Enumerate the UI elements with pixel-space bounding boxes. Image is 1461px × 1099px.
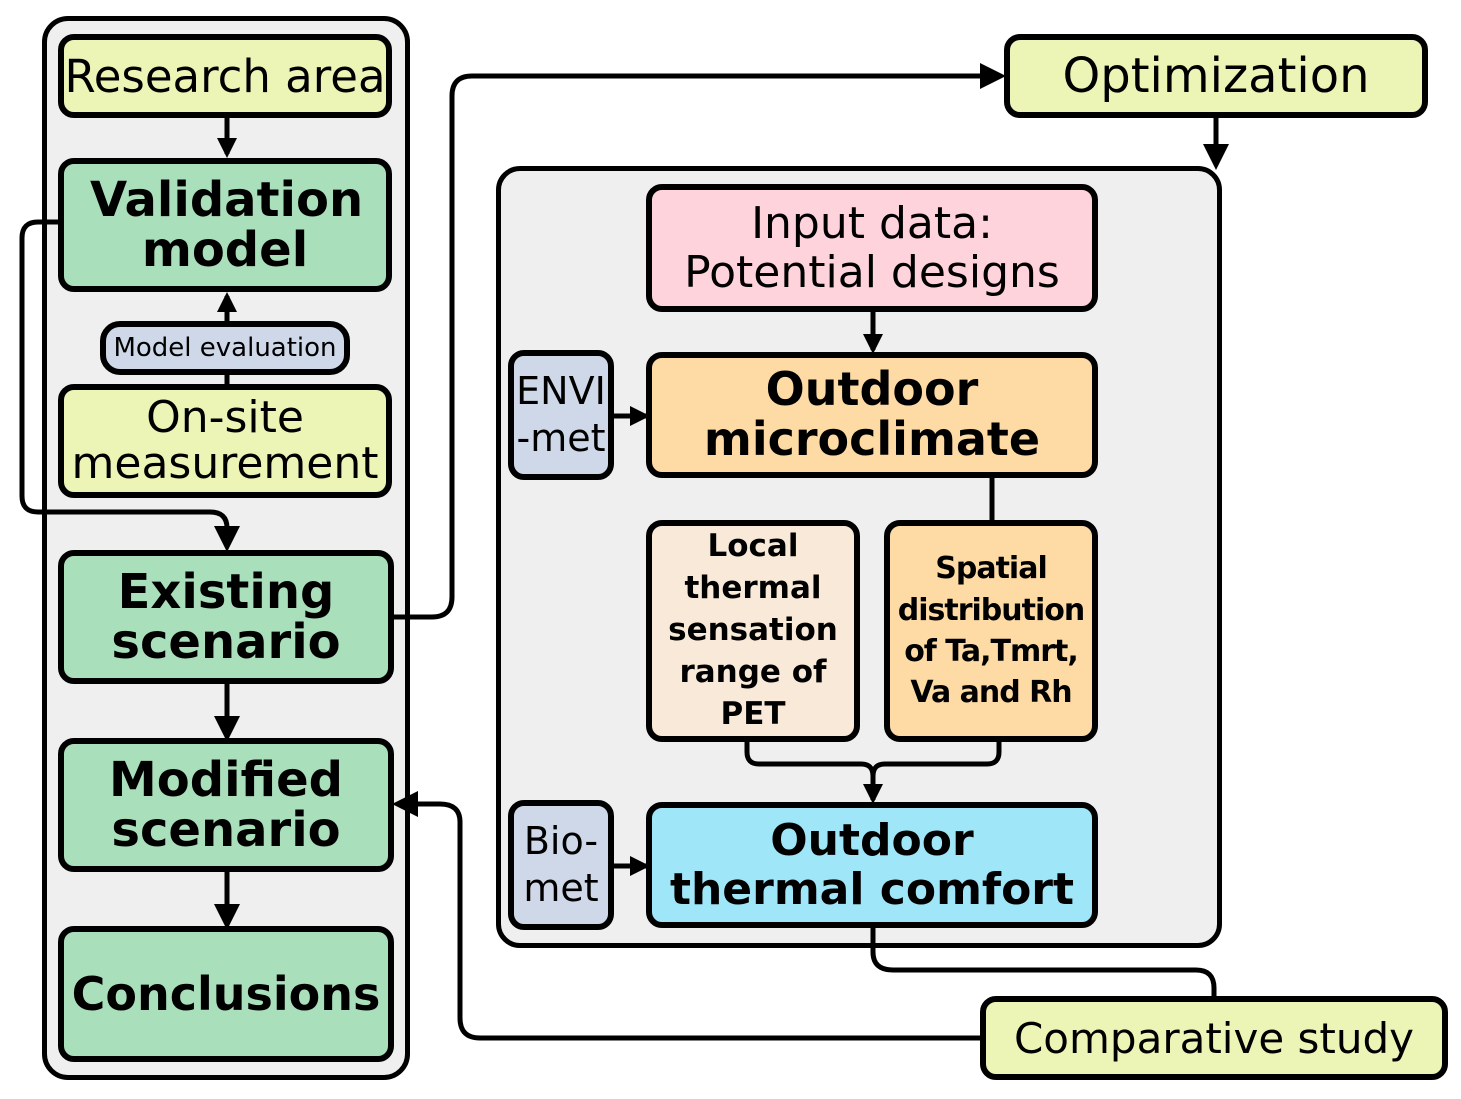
arrow-validation-to-existing <box>19 219 240 552</box>
local-thermal-sensation-label: Local thermal sensation range of PET <box>668 528 838 732</box>
envi-met-label-line1: ENVI <box>516 368 606 413</box>
envi-met-label-line2: -met <box>516 416 606 460</box>
existing-scenario-box: Existing scenario <box>58 550 394 684</box>
input-data-box: Input data: Potential designs <box>646 184 1098 312</box>
validation-model-label: Validation model <box>90 171 364 278</box>
on-site-measurement-label: On-site measurement <box>71 391 379 489</box>
bio-met-box: Bio- met <box>508 800 614 930</box>
existing-scenario-label: Existing scenario <box>111 563 341 670</box>
bio-met-label-line1: Bio- <box>523 818 599 863</box>
conclusions-box: Conclusions <box>58 926 394 1062</box>
bio-met-label-line2: met <box>523 866 599 910</box>
input-data-label-line1: Input data: <box>751 197 993 249</box>
line-comfort-to-comparative <box>870 928 1217 996</box>
optimization-box: Optimization <box>1004 34 1428 118</box>
arrow-existing-to-optimization <box>394 63 1006 620</box>
outdoor-thermal-comfort-box: Outdoor thermal comfort <box>646 802 1098 928</box>
conclusions-label: Conclusions <box>71 967 381 1021</box>
model-evaluation-box: Model evaluation <box>100 321 350 375</box>
input-data-label-line2: Potential designs <box>684 247 1060 298</box>
outdoor-thermal-comfort-label-line1: Outdoor <box>770 814 974 866</box>
spatial-distribution-box: Spatial distribution of Ta,Tmrt, Va and … <box>884 520 1098 742</box>
modified-scenario-label: Modified scenario <box>108 751 344 858</box>
research-area-label: Research area <box>64 49 386 103</box>
arrow-comparative-to-modified <box>392 791 980 1041</box>
modified-scenario-box: Modified scenario <box>58 738 394 872</box>
arrow-local-to-comfort <box>744 742 883 804</box>
optimization-label: Optimization <box>1062 48 1370 104</box>
outdoor-thermal-comfort-label-line2: thermal comfort <box>669 864 1075 915</box>
model-evaluation-label: Model evaluation <box>113 333 337 363</box>
validation-model-box: Validation model <box>58 158 392 292</box>
envi-met-box: ENVI -met <box>508 350 614 480</box>
comparative-study-label: Comparative study <box>1013 1013 1414 1063</box>
on-site-measurement-box: On-site measurement <box>58 384 392 498</box>
comparative-study-box: Comparative study <box>980 996 1448 1080</box>
outdoor-microclimate-box: Outdoor microclimate <box>646 352 1098 478</box>
line-spatial-to-comfort <box>870 742 1002 777</box>
research-area-box: Research area <box>58 34 392 118</box>
outdoor-microclimate-label: Outdoor microclimate <box>703 362 1041 466</box>
local-thermal-sensation-box: Local thermal sensation range of PET <box>646 520 860 742</box>
spatial-distribution-label: Spatial distribution of Ta,Tmrt, Va and … <box>897 551 1085 711</box>
